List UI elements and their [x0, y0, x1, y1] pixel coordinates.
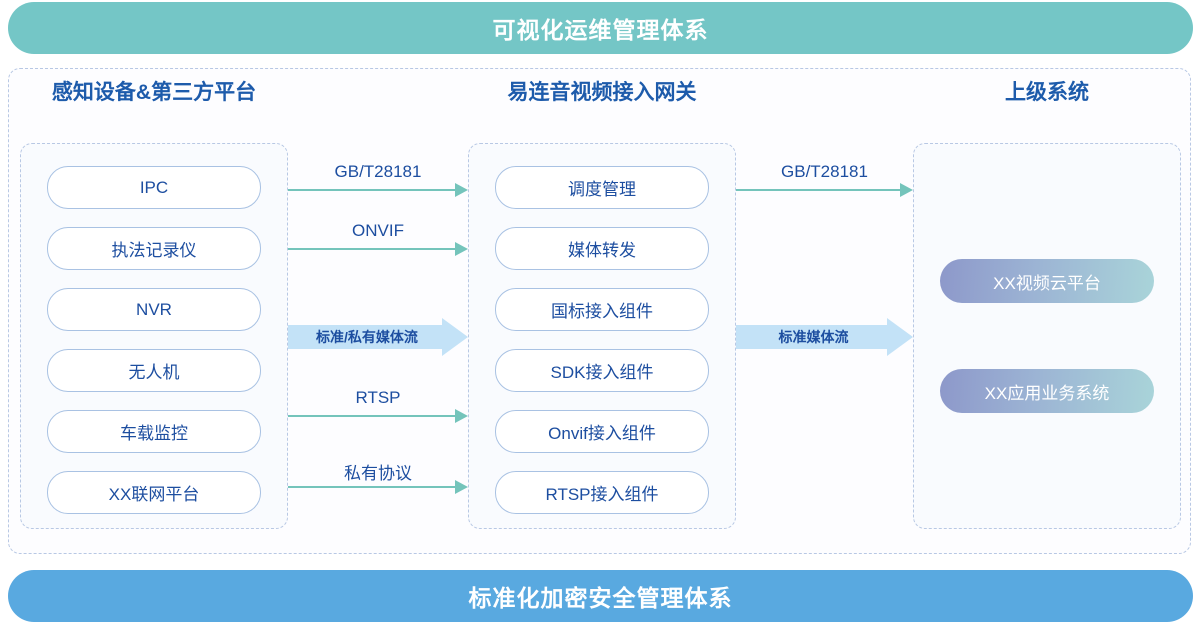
- arrow-line: [288, 189, 455, 192]
- list-item[interactable]: Onvif接入组件: [495, 410, 709, 453]
- list-item[interactable]: XX视频云平台: [940, 259, 1154, 303]
- list-item[interactable]: RTSP接入组件: [495, 471, 709, 514]
- arrow-line: [736, 189, 900, 192]
- list-item[interactable]: 国标接入组件: [495, 288, 709, 331]
- connector-private-protocol: 私有协议: [288, 464, 468, 495]
- arrow-head-icon: [900, 183, 913, 197]
- list-item[interactable]: 媒体转发: [495, 227, 709, 270]
- arrow-head-icon: [442, 318, 468, 356]
- arrow-head-icon: [455, 183, 468, 197]
- list-item[interactable]: IPC: [47, 166, 261, 209]
- column-sensing-devices: 感知设备&第三方平台 IPC 执法记录仪 NVR 无人机 车载监控 XX联网平台: [20, 76, 288, 529]
- list-item[interactable]: 调度管理: [495, 166, 709, 209]
- column-middle-title: 易连音视频接入网关: [507, 81, 697, 104]
- connector-label: RTSP: [355, 388, 401, 407]
- connector-rtsp: RTSP: [288, 388, 468, 424]
- arrow-shaft: [288, 325, 442, 349]
- connector-standard-media-stream: 标准媒体流: [736, 318, 913, 356]
- list-item[interactable]: 无人机: [47, 349, 261, 392]
- connector-label: 私有协议: [344, 464, 412, 483]
- list-item[interactable]: 车载监控: [47, 410, 261, 453]
- left-items-box: IPC 执法记录仪 NVR 无人机 车载监控 XX联网平台: [20, 143, 288, 529]
- bottom-banner: 标准化加密安全管理体系: [8, 570, 1193, 622]
- column-gateway: 易连音视频接入网关 调度管理 媒体转发 国标接入组件 SDK接入组件 Onvif…: [468, 76, 736, 529]
- connector-label: GB/T28181: [781, 162, 868, 181]
- connector-label: 标准/私有媒体流: [316, 329, 418, 345]
- connector-label: GB/T28181: [334, 162, 422, 181]
- arrow-shaft: [736, 325, 887, 349]
- right-items-box: XX视频云平台 XX应用业务系统: [913, 143, 1181, 529]
- list-item[interactable]: 执法记录仪: [47, 227, 261, 270]
- bottom-banner-label: 标准化加密安全管理体系: [468, 585, 733, 611]
- top-banner: 可视化运维管理体系: [8, 2, 1193, 54]
- arrow-line: [288, 248, 455, 251]
- connector-standard-private-media-stream: 标准/私有媒体流: [288, 318, 468, 356]
- arrow-line: [288, 415, 455, 418]
- list-item[interactable]: NVR: [47, 288, 261, 331]
- connector-onvif: ONVIF: [288, 221, 468, 257]
- arrow-head-icon: [455, 480, 468, 494]
- connector-gbt28181-right: GB/T28181: [736, 162, 913, 198]
- arrow-head-icon: [455, 242, 468, 256]
- column-upper-system: 上级系统 XX视频云平台 XX应用业务系统: [913, 76, 1181, 529]
- middle-items-box: 调度管理 媒体转发 国标接入组件 SDK接入组件 Onvif接入组件 RTSP接…: [468, 143, 736, 529]
- column-right-title: 上级系统: [1005, 81, 1089, 104]
- list-item[interactable]: SDK接入组件: [495, 349, 709, 392]
- connector-gbt28181-left: GB/T28181: [288, 162, 468, 198]
- column-left-title: 感知设备&第三方平台: [51, 81, 257, 104]
- list-item[interactable]: XX联网平台: [47, 471, 261, 514]
- connector-label: 标准媒体流: [778, 329, 849, 345]
- list-item[interactable]: XX应用业务系统: [940, 369, 1154, 413]
- arrow-head-icon: [455, 409, 468, 423]
- arrow-head-icon: [887, 318, 913, 356]
- arrow-line: [288, 486, 455, 489]
- top-banner-label: 可视化运维管理体系: [492, 17, 709, 43]
- connector-label: ONVIF: [352, 221, 404, 240]
